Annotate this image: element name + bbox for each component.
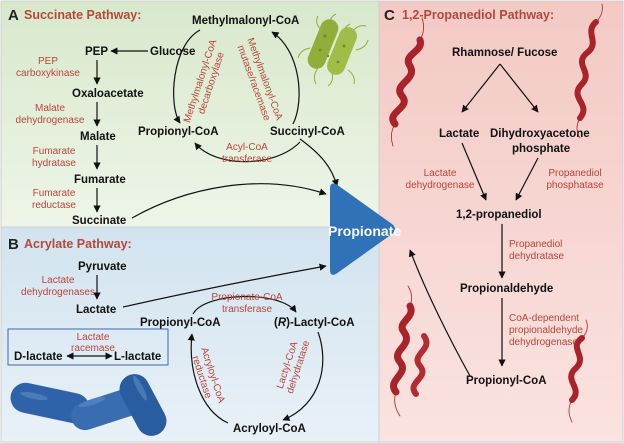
lactate-racemase-box [7, 328, 169, 366]
enzyme-acyl-coa-transferase: Acyl-CoA [226, 142, 268, 153]
molecule-dhap-2: phosphate [512, 143, 570, 155]
green-bacteria-icon [297, 13, 369, 87]
enzyme-pep-carboxykinase-2: carboxykinase [16, 68, 80, 79]
molecule-rhamnose-fucose: Rhamnose/ Fucose [452, 47, 557, 59]
enzyme-lactate-racemase-2: racemase [71, 343, 115, 354]
enzyme-propionate-coa-transferase: Propionate-CoA [211, 292, 282, 303]
molecule-propionyl-coa-b: Propionyl-CoA [140, 317, 221, 329]
propanediol-pathway: Rhamnose/ Fucose Lactate Dihydroxyaceton… [389, 3, 604, 423]
enzyme-malate-dehydrogenase: Malate [35, 103, 65, 114]
propionate-node: Propionate [328, 183, 401, 275]
red-spiral-bacteria-icon [389, 3, 603, 423]
blue-bacteria-icon [10, 374, 167, 436]
enzyme-propanediol-phosphatase: Propanediol [548, 168, 601, 179]
molecule-r-lactyl-coa: (R)-Lactyl-CoA [274, 317, 355, 329]
enzyme-propanediol-dehydratase-2: dehydratase [509, 251, 564, 262]
enzyme-coa-propionaldehyde-dehydrogenase-2: propionaldehyde [509, 325, 583, 336]
enzyme-propanediol-dehydratase: Propanediol [509, 239, 562, 250]
enzyme-acyl-coa-transferase-2: transferase [222, 154, 272, 165]
molecule-pep: PEP [85, 46, 108, 58]
enzyme-propionate-coa-transferase-2: transferase [222, 304, 272, 315]
enzyme-fumarate-hydratase-2: hydratase [32, 158, 76, 169]
enzyme-fumarate-reductase: Fumarate [33, 188, 76, 199]
molecule-oxaloacetate: Oxaloacetate [72, 88, 144, 100]
molecule-d-lactate: D-lactate [14, 351, 63, 363]
enzyme-lactate-dehydrogenase-c-2: dehydrogenase [406, 180, 475, 191]
enzyme-lactate-dehydrogenases-2: dehydrogenases [21, 287, 95, 298]
enzyme-lactate-dehydrogenases: Lactate [42, 275, 75, 286]
molecule-propionyl-coa-c: Propionyl-CoA [466, 375, 547, 387]
enzyme-coa-propionaldehyde-dehydrogenase: CoA-dependent [509, 313, 579, 324]
panel-b-title: Acrylate Pathway: [24, 237, 132, 251]
panel-c-letter: C [384, 7, 395, 24]
molecule-methylmalonyl-coa: Methylmalonyl-CoA [192, 15, 299, 27]
enzyme-propanediol-phosphatase-2: phosphatase [546, 180, 604, 191]
molecule-succinyl-coa: Succinyl-CoA [270, 126, 345, 138]
panel-a-title: Succinate Pathway: [24, 8, 141, 22]
enzyme-lactate-dehydrogenase-c: Lactate [424, 168, 457, 179]
enzyme-coa-propionaldehyde-dehydrogenase-3: dehydrogenase [509, 337, 578, 348]
molecule-acryloyl-coa: Acryloyl-CoA [233, 423, 306, 435]
molecule-propionaldehyde: Propionaldehyde [460, 283, 553, 295]
panel-a-letter: A [8, 7, 19, 24]
enzyme-malate-dehydrogenase-2: dehydrogenase [16, 115, 85, 126]
enzyme-fumarate-reductase-2: reductase [32, 200, 76, 211]
molecule-malate: Malate [80, 131, 116, 143]
molecule-glucose: Glucose [150, 46, 195, 58]
panel-b-letter: B [8, 236, 19, 253]
molecule-l-lactate: L-lactate [114, 351, 161, 363]
molecule-dhap: Dihydroxyacetone [490, 128, 590, 140]
enzyme-pep-carboxykinase: PEP [38, 56, 58, 67]
molecule-succinate: Succinate [72, 215, 126, 227]
molecule-lactate-c: Lactate [439, 128, 479, 140]
molecule-lactate-b: Lactate [76, 304, 116, 316]
molecule-propionyl-coa-a: Propionyl-CoA [138, 126, 219, 138]
molecule-fumarate: Fumarate [74, 174, 126, 186]
enzyme-lactate-racemase: Lactate [77, 332, 110, 343]
propionate-label: Propionate [328, 223, 401, 239]
enzyme-fumarate-hydratase: Fumarate [33, 146, 76, 157]
molecule-12-propanediol: 1,2-propanediol [456, 209, 542, 221]
molecule-pyruvate: Pyruvate [78, 261, 127, 273]
panel-c-title: 1,2-Propanediol Pathway: [402, 8, 554, 22]
